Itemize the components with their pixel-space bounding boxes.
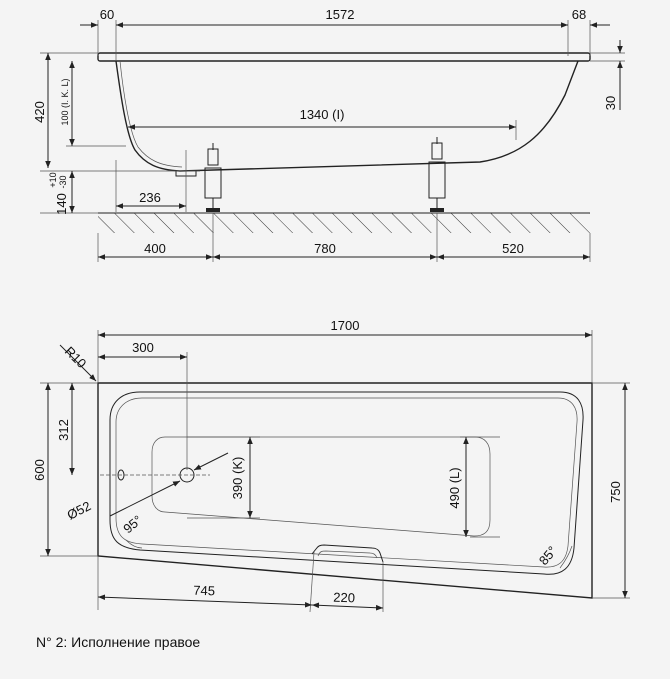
dim-bottom-length: 1340 (I) — [300, 107, 345, 122]
dim-foot-tol-minus: -30 — [58, 175, 68, 188]
dim-top-length: 1572 — [326, 7, 355, 22]
dim-long-width: 750 — [608, 481, 623, 503]
basin — [151, 436, 491, 537]
dim-short-width: 600 — [32, 459, 47, 481]
floor — [98, 213, 590, 233]
dim-height: 420 — [32, 101, 47, 123]
tub-rim — [97, 52, 591, 62]
dim-total-length: 1700 — [331, 318, 360, 333]
tub-inner-profile — [119, 60, 183, 168]
dim-rim: 30 — [603, 96, 618, 110]
dim-drain-y: 312 — [56, 419, 71, 441]
dim-base-mid: 780 — [314, 241, 336, 256]
dim-foot-height: 140 — [54, 193, 69, 215]
dim-base-right: 520 — [502, 241, 524, 256]
dim-lip-left: 60 — [100, 7, 114, 22]
dim-top-drain-offset: 300 — [132, 340, 154, 355]
handle — [311, 544, 384, 563]
dim-basin-l: 490 (L) — [447, 467, 462, 508]
tub-profile — [115, 60, 579, 172]
dim-lip-right: 68 — [572, 7, 586, 22]
dim-radius: R10 — [62, 344, 89, 371]
dim-handle-width: 220 — [333, 590, 355, 606]
top-view: 1700 300 R10 600 312 750 390 (K) 490 (L) — [32, 318, 630, 613]
caption: N° 2: Исполнение правое — [36, 634, 201, 650]
dim-drain-offset: 236 — [139, 190, 161, 205]
foot-left — [204, 143, 222, 212]
side-view: 60 1572 68 420 100 (I. K. L) 140 +10 -30… — [32, 7, 625, 262]
dim-angle-left: 95° — [120, 512, 145, 536]
foot-right — [428, 137, 446, 212]
dim-front-offset: 745 — [193, 583, 215, 599]
tub-inner-rim-2 — [115, 397, 578, 568]
dim-foot-tol-plus: +10 — [48, 172, 58, 187]
dim-drain-dia: Ø52 — [65, 498, 94, 523]
dim-inner-depth: 100 (I. K. L) — [60, 78, 70, 125]
dim-basin-k: 390 (K) — [230, 457, 245, 500]
dim-angle-right: 85° — [536, 543, 560, 568]
dim-base-left: 400 — [144, 241, 166, 256]
tub-inner-rim — [109, 391, 584, 575]
